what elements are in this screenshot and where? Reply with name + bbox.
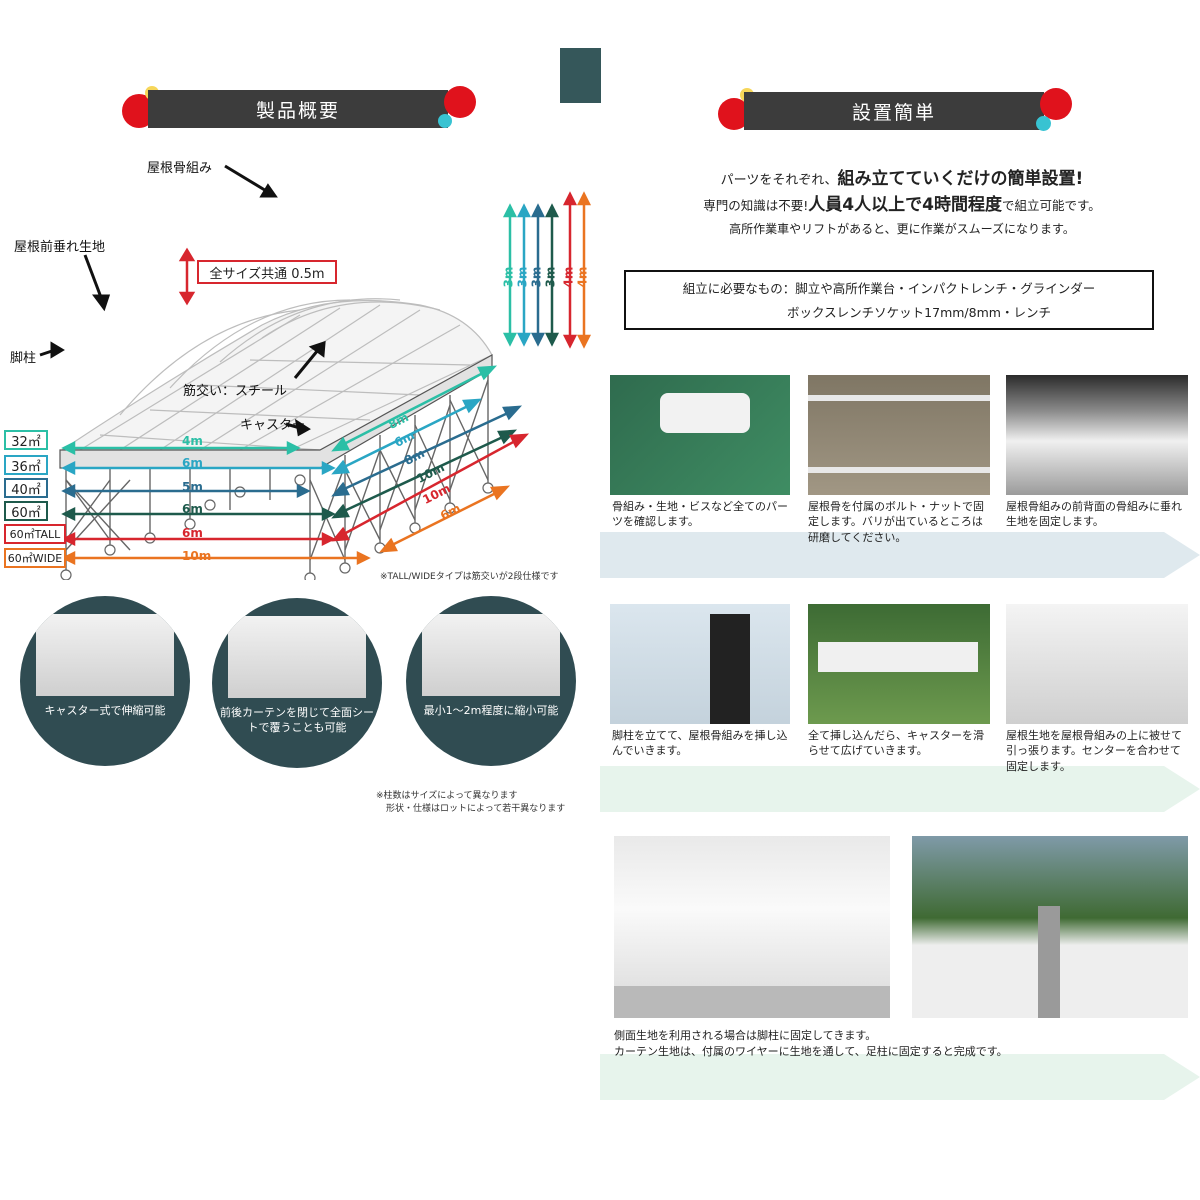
step-photo-4 <box>610 604 790 724</box>
step-photo-6 <box>1006 604 1188 724</box>
size-badge-40: 40㎡ <box>4 478 48 498</box>
step-caption-1: 骨組み・生地・ビスなど全てのパーツを確認します。 <box>612 500 788 529</box>
size-badge-36: 36㎡ <box>4 455 48 475</box>
height-label: 3m <box>543 266 558 288</box>
feature-caption: 最小1～2m程度に縮小可能 <box>423 704 559 717</box>
intro-text: 専門の知識は不要! <box>703 198 809 213</box>
feature-circle-curtain: 前後カーテンを閉じて全面シートで覆うことも可能 <box>212 598 382 768</box>
size-badge-60-tall: 60㎡TALL <box>4 524 66 544</box>
width-label: 10m <box>182 549 212 563</box>
feature-photo-compact <box>422 614 560 696</box>
step-caption-5: 全て挿し込んだら、キャスターを滑らせて広げていきます。 <box>808 729 984 758</box>
step-band-3 <box>600 1054 1200 1100</box>
pillar-note: ※柱数はサイズによって異なります <box>376 791 518 801</box>
intro-emphasis: 人員4人以上で4時間程度 <box>808 195 1002 215</box>
width-label: 4m <box>182 434 203 448</box>
tent-diagram <box>39 164 592 580</box>
width-label: 5m <box>182 480 203 494</box>
red-dot-decoration <box>444 86 476 118</box>
step-photo-1 <box>610 375 790 495</box>
intro-text: パーツをそれぞれ、 <box>720 173 838 188</box>
step-photo-7 <box>614 836 890 1018</box>
spec-note: 形状・仕様はロットによって若干異なります <box>386 804 566 814</box>
height-label: 3m <box>529 266 544 288</box>
setup-banner: 設置簡単 <box>744 92 1044 130</box>
step-caption-2: 屋根骨を付属のボルト・ナットで固定します。バリが出ているところは研磨してください… <box>808 500 984 544</box>
intro-line-3: 高所作業車やリフトがあると、更に作業がスムーズになります。 <box>729 222 1075 236</box>
overview-banner: 製品概要 <box>148 90 448 128</box>
decorative-teal-block <box>560 48 601 103</box>
tools-line-1: 組立に必要なもの：脚立や高所作業台・インパクトレンチ・グラインダー <box>682 281 1096 296</box>
label-legs: 脚柱 <box>10 351 37 366</box>
width-label: 6m <box>182 502 203 516</box>
step-photo-8 <box>912 836 1188 1018</box>
feature-caption: 前後カーテンを閉じて全面シートで覆うことも可能 <box>220 706 374 734</box>
step-caption-4: 脚柱を立てて、屋根骨組みを挿し込んでいきます。 <box>612 729 788 758</box>
intro-emphasis: 組み立てていくだけの簡単設置! <box>837 169 1084 189</box>
width-label: 6m <box>182 456 203 470</box>
required-tools-box: 組立に必要なもの：脚立や高所作業台・インパクトレンチ・グラインダー ボックスレン… <box>624 270 1154 330</box>
tall-wide-note: ※TALL/WIDEタイプは筋交いが2段仕様です <box>380 572 559 582</box>
final-caption-1: 側面生地を利用される場合は脚柱に固定してきます。 <box>614 1029 877 1042</box>
intro-text: で組立可能です。 <box>1001 198 1101 213</box>
label-roof-front-fabric: 屋根前垂れ生地 <box>14 240 106 255</box>
height-label: 3m <box>515 266 530 288</box>
label-brace: 筋交い：スチール <box>183 384 288 399</box>
intro-line-2: 専門の知識は不要!人員4人以上で4時間程度で組立可能です。 <box>604 190 1200 215</box>
feature-photo-curtain <box>228 616 366 698</box>
step-photo-2 <box>808 375 990 495</box>
tools-line-2: ボックスレンチソケット17mm/8mm・レンチ <box>787 305 1051 320</box>
final-caption-2: カーテン生地は、付属のワイヤーに生地を通して、足柱に固定すると完成です。 <box>614 1045 1008 1058</box>
label-caster: キャスター <box>240 418 306 433</box>
step-caption-3: 屋根骨組みの前背面の骨組みに垂れ生地を固定します。 <box>1006 500 1182 529</box>
cyan-dot-decoration <box>1036 116 1051 131</box>
step-band-2 <box>600 766 1200 812</box>
height-label: 3m <box>501 266 516 288</box>
common-size-box: 全サイズ共通 0.5m <box>197 260 337 284</box>
feature-photo-caster <box>36 614 174 696</box>
size-badge-32: 32㎡ <box>4 430 48 450</box>
cyan-dot-decoration <box>438 114 452 128</box>
feature-circle-caster: キャスター式で伸縮可能 <box>20 596 190 766</box>
step-photo-5 <box>808 604 990 724</box>
step-photo-3 <box>1006 375 1188 495</box>
size-badge-60: 60㎡ <box>4 501 48 521</box>
red-dot-decoration <box>1040 88 1072 120</box>
width-label: 6m <box>182 526 203 540</box>
height-label: 4m <box>575 266 590 288</box>
step-band-1 <box>600 532 1200 578</box>
label-roof-frame: 屋根骨組み <box>147 161 213 176</box>
step-caption-6: 屋根生地を屋根骨組みの上に被せて引っ張ります。センターを合わせて固定します。 <box>1006 729 1182 773</box>
feature-circle-compact: 最小1～2m程度に縮小可能 <box>406 596 576 766</box>
height-label: 4m <box>561 266 576 288</box>
feature-caption: キャスター式で伸縮可能 <box>44 704 166 717</box>
size-badge-60-wide: 60㎡WIDE <box>4 548 66 568</box>
intro-line-1: パーツをそれぞれ、組み立てていくだけの簡単設置! <box>604 164 1200 189</box>
